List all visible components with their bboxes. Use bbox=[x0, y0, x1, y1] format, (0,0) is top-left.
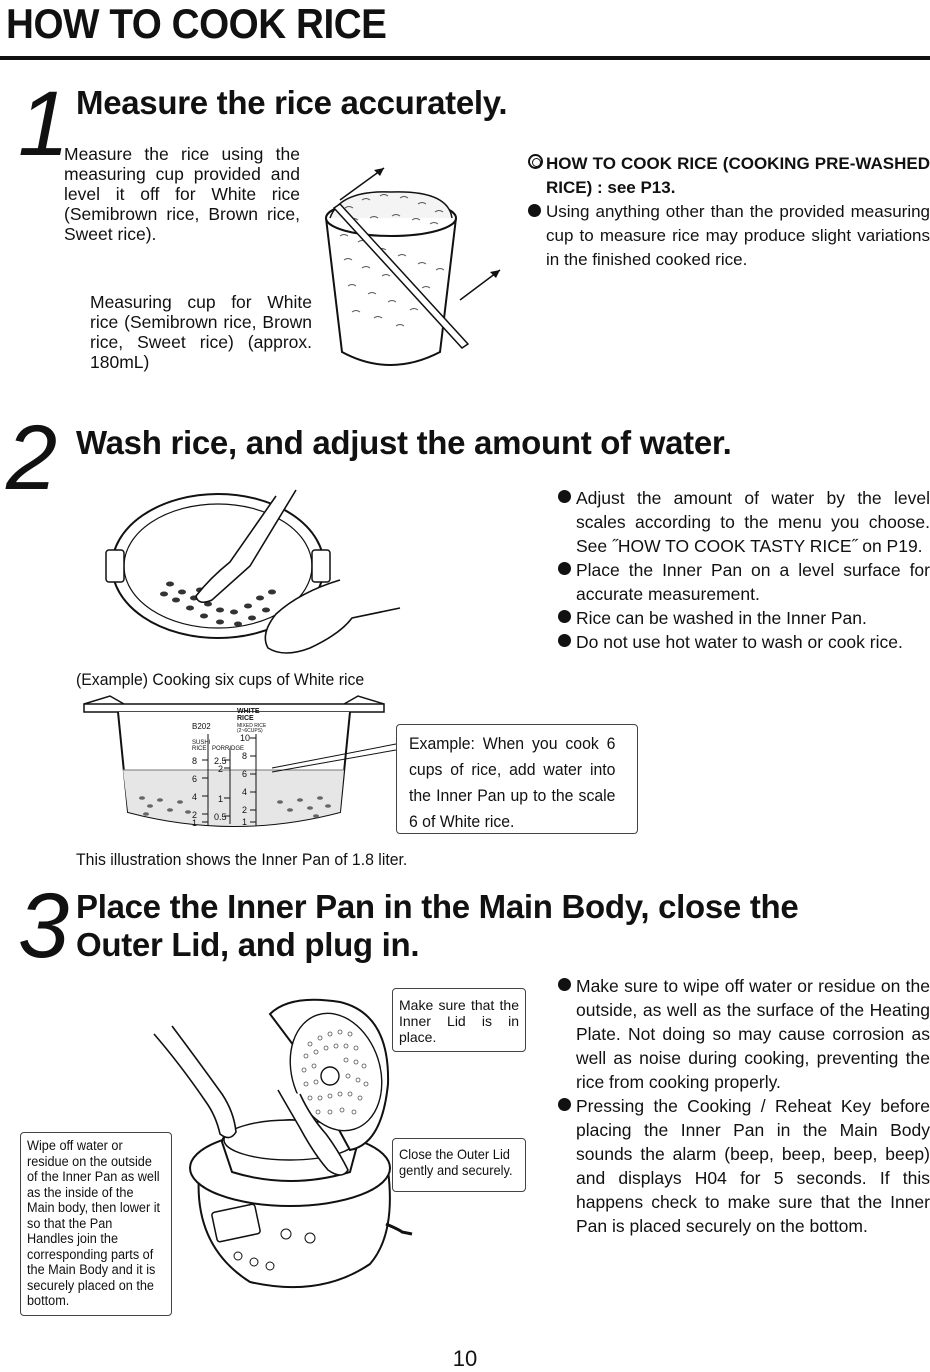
step-1-number: 1 bbox=[18, 73, 70, 175]
wipe-callout: Wipe off water or residue on the outside… bbox=[20, 1132, 172, 1316]
sushi-tick-8: 8 bbox=[192, 756, 198, 766]
wipe-callout-text: Wipe off water or residue on the outside… bbox=[27, 1138, 161, 1308]
white-tick-8: 8 bbox=[242, 751, 248, 761]
porridge-tick-2-5: 2.5 bbox=[214, 756, 227, 766]
example-label: Example: bbox=[409, 734, 475, 753]
example-text: When you cook 6 cups of rice, add water … bbox=[409, 734, 616, 831]
outer-lid-callout: Close the Outer Lid gently and securely. bbox=[392, 1138, 526, 1192]
sushi-tick-4: 4 bbox=[192, 792, 198, 802]
washing-pan-illustration bbox=[105, 489, 401, 654]
step-2-heading: Wash rice, and adjust the amount of wate… bbox=[76, 424, 732, 461]
pan-model-label: B202 bbox=[192, 722, 211, 731]
porridge-scale-label: PORRIDGE bbox=[212, 746, 245, 752]
sushi-scale-label: SUSHI RICE bbox=[192, 740, 211, 752]
inner-lid-callout: Make sure that the Inner Lid is in place… bbox=[392, 988, 526, 1052]
sushi-tick-1: 1 bbox=[192, 818, 198, 828]
pre-washed-reference: HOW TO COOK RICE (COOKING PRE-WASHED RIC… bbox=[528, 152, 930, 200]
porridge-tick-0-5: 0.5 bbox=[214, 812, 227, 822]
step-3-bullet: Make sure to wipe off water or residue o… bbox=[558, 974, 930, 1094]
porridge-tick-2: 2 bbox=[218, 764, 224, 774]
inner-lid-callout-text: Make sure that the Inner Lid is in place… bbox=[399, 997, 519, 1045]
example-callout: Example: When you cook 6 cups of rice, a… bbox=[396, 724, 638, 834]
step-3-number: 3 bbox=[18, 875, 70, 977]
step-2-bullet: Do not use hot water to wash or cook ric… bbox=[558, 630, 930, 654]
step-2-bullet: Rice can be washed in the Inner Pan. bbox=[558, 606, 930, 630]
measuring-cup-icon bbox=[325, 167, 501, 366]
white-tick-10: 10 bbox=[240, 733, 251, 743]
step-2-bullet: Place the Inner Pan on a level surface f… bbox=[558, 558, 930, 606]
white-tick-6: 6 bbox=[242, 769, 248, 779]
example-leader-lines bbox=[271, 743, 397, 773]
step-3-heading-line1: Place the Inner Pan in the Main Body, cl… bbox=[76, 888, 799, 925]
white-tick-2: 2 bbox=[242, 805, 248, 815]
outer-lid-callout-text: Close the Outer Lid gently and securely. bbox=[399, 1146, 513, 1178]
measuring-cup-note: Using anything other than the provided m… bbox=[528, 200, 930, 272]
step-1-heading: Measure the rice accurately. bbox=[76, 84, 508, 121]
white-tick-4: 4 bbox=[242, 787, 248, 797]
step-2-number: 2 bbox=[6, 407, 58, 509]
rice-cooker-illustration bbox=[153, 998, 413, 1289]
example-caption: (Example) Cooking six cups of White rice bbox=[76, 670, 365, 689]
title-rule bbox=[0, 56, 930, 60]
cup-caption: Measuring cup for White rice (Semibrown … bbox=[90, 292, 312, 372]
step-2-bullet: Adjust the amount of water by the level … bbox=[558, 486, 930, 558]
white-rice-scale-label: WHITE RICE bbox=[237, 708, 260, 722]
inner-pan-scale-illustration bbox=[83, 695, 385, 827]
sushi-tick-6: 6 bbox=[192, 774, 198, 784]
page-title: HOW TO COOK RICE bbox=[6, 0, 387, 47]
white-tick-1: 1 bbox=[242, 817, 248, 827]
step-3-heading-line2: Outer Lid, and plug in. bbox=[76, 926, 420, 963]
page-number: 10 bbox=[452, 1346, 478, 1371]
illustration-note: This illustration shows the Inner Pan of… bbox=[76, 850, 408, 869]
porridge-tick-1: 1 bbox=[218, 794, 224, 804]
step-3-bullet: Pressing the Cooking / Reheat Key before… bbox=[558, 1094, 930, 1238]
mixed-rice-scale-label: MIXED RICE (2~6CUPS) bbox=[237, 723, 267, 734]
sushi-tick-2: 2 bbox=[192, 810, 198, 820]
measure-instruction: Measure the rice using the measuring cup… bbox=[64, 144, 300, 244]
